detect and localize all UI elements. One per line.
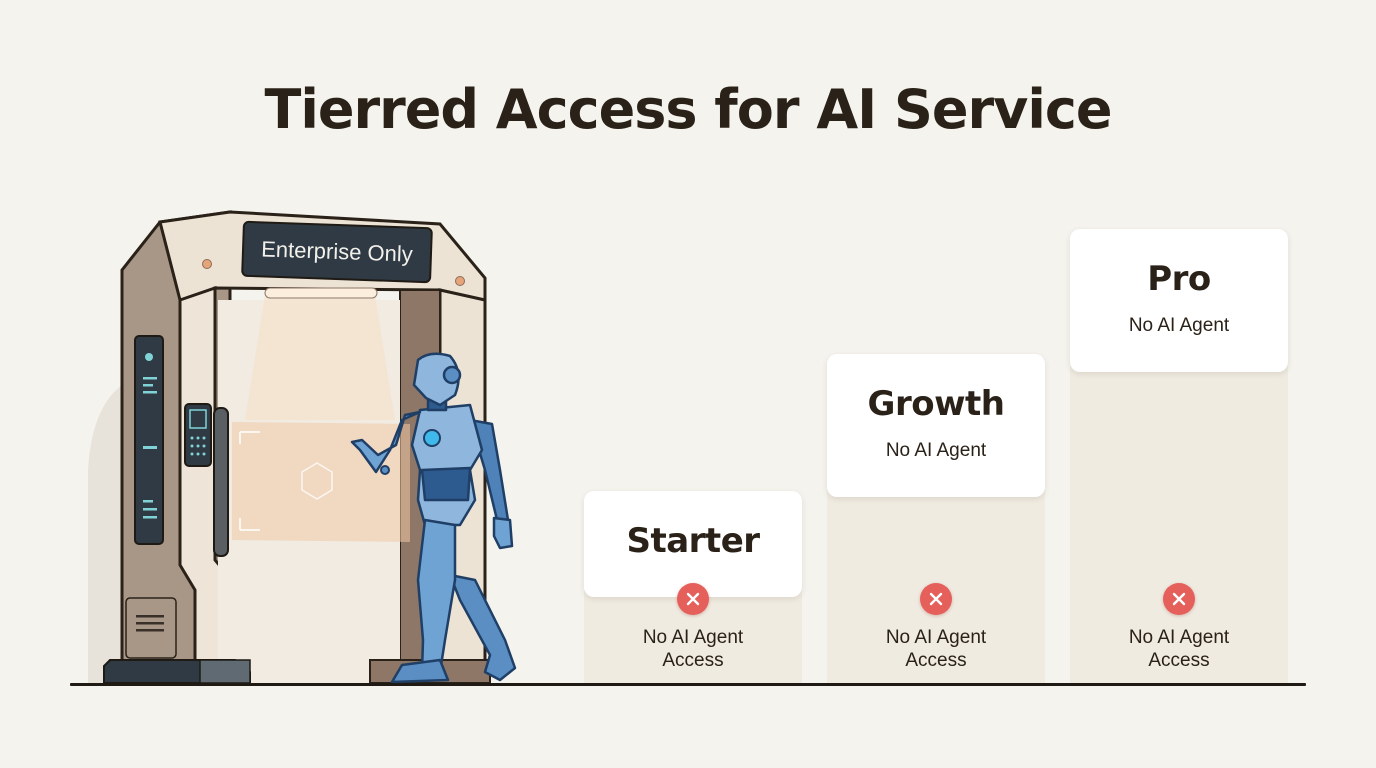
tier-card-growth: Growth No AI Agent: [827, 354, 1045, 497]
tier-card-subtitle: No AI Agent: [885, 440, 987, 461]
tier-name: Pro: [1147, 259, 1211, 299]
tier-status-pro: No AI Agent Access: [1128, 627, 1230, 671]
tier-card-starter: Starter: [584, 491, 802, 597]
enterprise-only-sign: Enterprise Only: [241, 220, 433, 284]
tier-status-starter: No AI Agent Access: [642, 627, 744, 671]
deny-x-icon: [920, 583, 952, 615]
page-title: Tierred Access for AI Service: [264, 78, 1112, 141]
tier-name: Starter: [626, 521, 760, 561]
ground-line: [70, 683, 1306, 686]
tier-column-growth: [827, 480, 1045, 683]
deny-x-icon: [677, 583, 709, 615]
deny-x-icon: [1163, 583, 1195, 615]
tier-column-pro: [1070, 360, 1288, 683]
tier-status-growth: No AI Agent Access: [885, 627, 987, 671]
tier-card-pro: Pro No AI Agent: [1070, 229, 1288, 372]
tier-name: Growth: [867, 384, 1005, 424]
tier-card-subtitle: No AI Agent: [1128, 315, 1230, 336]
